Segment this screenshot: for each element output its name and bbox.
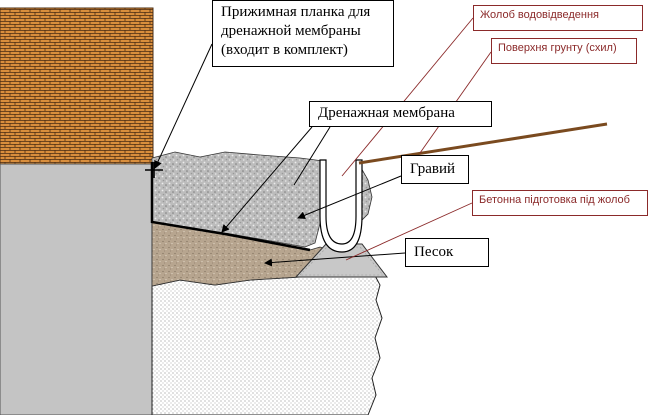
clamp-strip-label-line-3: (входит в комплект) bbox=[221, 42, 348, 58]
drain-channel-callout: Жолоб водовідведення bbox=[473, 5, 643, 31]
ground-surface-callout: Поверхня грунту (схил) bbox=[491, 38, 637, 64]
clamp-strip-label-line-1: Прижимная планка для bbox=[221, 4, 371, 20]
leader-sand bbox=[264, 252, 406, 267]
concrete-base bbox=[294, 243, 389, 278]
sand-callout: Песок bbox=[405, 238, 489, 267]
clamp-strip-label-line-2: дренажной мембраны bbox=[221, 23, 361, 39]
leader-channel bbox=[341, 17, 474, 177]
drain-channel bbox=[319, 159, 363, 253]
leader-membrane-2 bbox=[293, 126, 331, 186]
clamp-strip-callout: Прижимная планка для дренажной мембраны … bbox=[212, 0, 394, 67]
gravel-callout: Гравий bbox=[401, 155, 469, 184]
foundation-wall bbox=[0, 163, 153, 415]
drainage-membrane-line bbox=[150, 162, 311, 252]
concrete-base-hatch bbox=[299, 246, 384, 276]
soil-layer bbox=[151, 269, 383, 415]
concrete-base-callout: Бетонна підготовка під жолоб bbox=[472, 190, 648, 216]
leader-membrane bbox=[221, 126, 313, 233]
drainage-membrane-callout: Дренажная мембрана bbox=[309, 101, 492, 127]
sand-label: Песок bbox=[414, 244, 454, 260]
gravel-label: Гравий bbox=[410, 161, 456, 177]
concrete-base-label: Бетонна підготовка під жолоб bbox=[479, 194, 630, 206]
ground-surface-label: Поверхня грунту (схил) bbox=[498, 42, 617, 54]
leader-clamp bbox=[154, 43, 213, 169]
ground-surface-line bbox=[358, 122, 608, 165]
clamp-strip-icon bbox=[145, 162, 163, 178]
drainage-membrane-label: Дренажная мембрана bbox=[318, 105, 455, 121]
leader-gravel bbox=[297, 175, 402, 220]
drain-channel-label: Жолоб водовідведення bbox=[480, 9, 600, 21]
leader-concrete bbox=[345, 202, 473, 261]
brick-wall bbox=[0, 7, 154, 166]
